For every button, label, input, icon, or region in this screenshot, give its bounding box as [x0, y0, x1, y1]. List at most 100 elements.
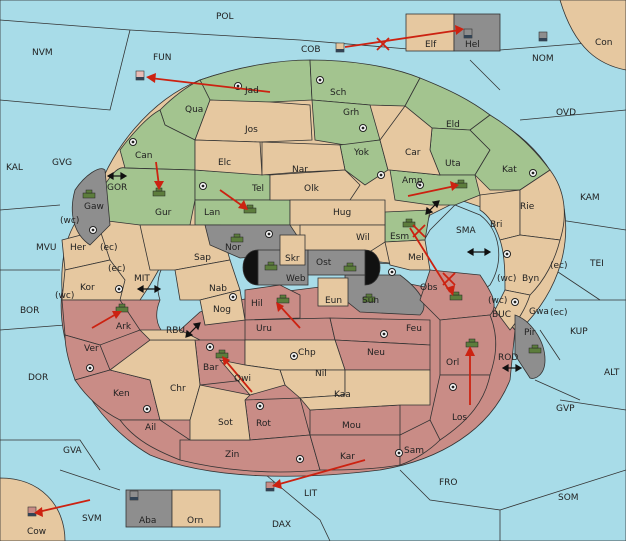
territory-label: Web	[286, 274, 306, 284]
land-labels: Jad Sch Qua Jos Grh Eld Can Elc Nar Yok …	[27, 40, 549, 537]
region-gaw[interactable]	[71, 168, 111, 246]
territory-label: Pir	[524, 328, 536, 338]
sea-label: NOM	[532, 54, 554, 64]
fleet-unit-icon[interactable]	[335, 42, 345, 53]
supply-center-icon	[229, 293, 237, 301]
sea-label: TEI	[589, 259, 604, 269]
region-skr[interactable]	[279, 234, 306, 266]
territory-label: Kat	[502, 165, 517, 175]
region-jos[interactable]	[194, 99, 313, 143]
fleet-unit-icon[interactable]	[27, 506, 37, 517]
territory-label: Qua	[185, 105, 203, 115]
coast-label: (wc)	[55, 291, 74, 301]
territory-label: Olk	[304, 184, 320, 194]
territory-label: ROD	[498, 353, 518, 363]
supply-center-icon	[115, 285, 123, 293]
supply-center-icon	[290, 352, 298, 360]
double-arrow-icon	[185, 322, 201, 338]
region-sot[interactable]	[189, 384, 251, 441]
territory-label: MIT	[134, 274, 150, 284]
territory-label: Orl	[446, 358, 459, 368]
fleet-unit-icon[interactable]	[265, 481, 275, 492]
territory-label: Ail	[145, 423, 156, 433]
region-nar[interactable]	[261, 141, 346, 176]
supply-center-icon	[395, 449, 403, 457]
territory-label: Rie	[520, 202, 535, 212]
arrowhead-icon	[34, 507, 43, 517]
territory-label: Gwa	[529, 307, 549, 317]
fleet-unit-icon[interactable]	[135, 70, 145, 81]
region-car[interactable]	[379, 105, 441, 176]
center-black-east	[364, 249, 381, 286]
region-amp[interactable]	[389, 169, 481, 206]
region-qwi[interactable]	[218, 359, 286, 396]
army-unit-icon[interactable]	[215, 349, 229, 359]
fleet-unit-icon[interactable]	[538, 31, 548, 42]
supply-center-icon	[206, 343, 214, 351]
cancel-x-icon	[412, 224, 426, 238]
territory-label: Los	[452, 413, 467, 423]
territory-label: Nil	[315, 369, 327, 379]
territory-label: Wil	[356, 233, 370, 243]
army-unit-icon[interactable]	[528, 344, 542, 354]
move-arrow	[149, 77, 271, 93]
region-hel[interactable]	[453, 13, 501, 52]
move-arrow	[224, 359, 253, 393]
region-rot[interactable]	[244, 397, 311, 441]
region-eun[interactable]	[317, 277, 349, 307]
double-arrow-icon	[136, 284, 162, 294]
territory-label: Kor	[80, 283, 95, 293]
territory-label: Chr	[170, 384, 186, 394]
region-pir[interactable]	[514, 314, 546, 379]
arrowhead-icon	[154, 181, 164, 190]
region-gwa[interactable]	[494, 289, 531, 331]
region-kar[interactable]	[309, 434, 401, 471]
territory-label: Yok	[353, 148, 370, 158]
region-sch[interactable]	[309, 59, 421, 107]
army-unit-icon[interactable]	[276, 294, 290, 304]
arrowhead-icon	[446, 285, 455, 296]
territory-label: Jos	[244, 125, 258, 135]
sea-label: POL	[216, 12, 234, 22]
sea-label: Con	[595, 38, 613, 48]
region-hil[interactable]	[244, 284, 301, 321]
region-kaa[interactable]	[299, 369, 431, 411]
territory-label: Nab	[209, 284, 227, 294]
army-unit-icon[interactable]	[82, 189, 96, 199]
army-unit-icon[interactable]	[362, 293, 376, 303]
territory-label: Sap	[194, 253, 211, 263]
move-arrow	[275, 459, 366, 486]
army-unit-icon[interactable]	[343, 262, 357, 272]
territory-label: Sam	[404, 446, 424, 456]
double-arrow-icon	[466, 247, 492, 257]
coast-label: (wc)	[488, 296, 507, 306]
army-unit-icon[interactable]	[230, 233, 244, 243]
sea-label: GVP	[556, 404, 575, 414]
arrowhead-icon	[146, 73, 156, 83]
army-unit-icon[interactable]	[264, 261, 278, 271]
army-unit-icon[interactable]	[465, 338, 479, 348]
fleet-unit-icon[interactable]	[129, 490, 139, 501]
double-arrow-icon	[106, 171, 128, 181]
army-unit-icon[interactable]	[115, 303, 129, 313]
supply-center-icon	[316, 76, 324, 84]
coast-label: (ec)	[550, 308, 568, 318]
territory-label: Ost	[316, 258, 332, 268]
supply-centers	[86, 76, 537, 463]
region-hug[interactable]	[289, 199, 386, 226]
region-orn[interactable]	[171, 489, 221, 528]
army-unit-icon[interactable]	[402, 218, 416, 228]
supply-center-icon	[265, 230, 273, 238]
region-sam[interactable]	[399, 419, 441, 466]
region-grh[interactable]	[311, 99, 381, 146]
territory-label: Mou	[342, 421, 361, 431]
double-arrow-icon	[425, 200, 440, 215]
region-dor[interactable]	[139, 329, 201, 341]
sea-label: DOR	[28, 373, 48, 383]
territory-label: Gur	[155, 208, 172, 218]
fleet-unit-icon[interactable]	[463, 28, 473, 39]
army-unit-icon[interactable]	[243, 204, 257, 214]
supply-center-icon	[199, 182, 207, 190]
move-arrow	[409, 227, 451, 293]
territory-label: Obs	[420, 283, 438, 293]
